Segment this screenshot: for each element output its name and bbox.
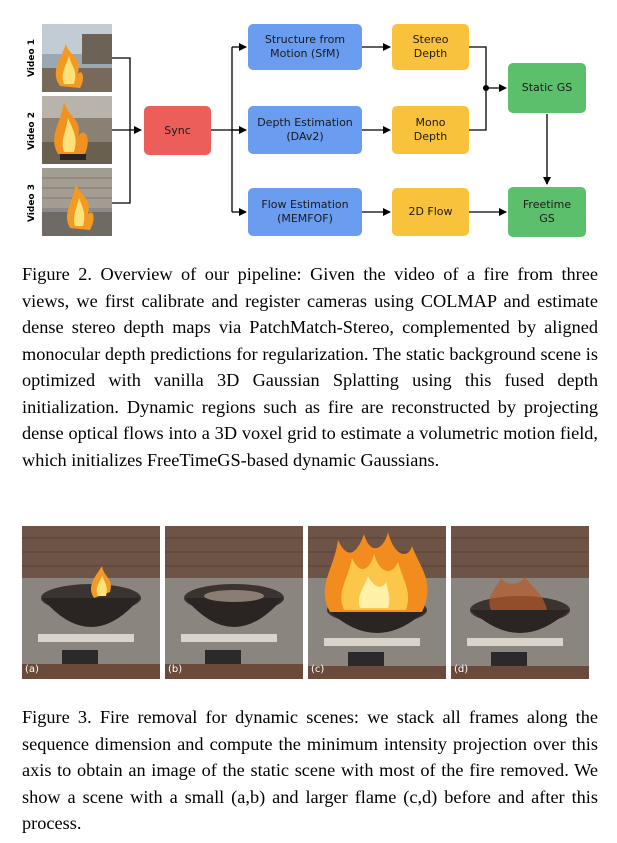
sfm-node: Structure from Motion (SfM) [248,24,362,70]
photo-b: (b) [165,526,303,679]
static-gs-node: Static GS [508,63,586,113]
stereo-depth-node: Stereo Depth [392,24,469,70]
mono-depth-node: Mono Depth [392,106,469,154]
video-2-thumbnail [42,96,112,164]
video-1-thumbnail [42,24,112,92]
2d-flow-node: 2D Flow [392,188,469,236]
photo-a: (a) [22,526,160,679]
depth-estimation-node: Depth Estimation (DAv2) [248,106,362,154]
freetime-gs-node: Freetime GS [508,187,586,237]
panel-label-a: (a) [25,664,39,675]
figure-3-caption: Figure 3. Fire removal for dynamic scene… [22,707,598,833]
flow-estimation-node: Flow Estimation (MEMFOF) [248,188,362,236]
diagram-connectors [112,43,551,216]
panel-label-b: (b) [168,664,183,675]
photo-c: (c) [308,526,446,679]
figure-2-caption: Figure 2. Overview of our pipeline: Give… [22,264,598,470]
panel-label-c: (c) [311,664,325,675]
video-1-label: Video 1 [27,38,37,78]
video-3-thumbnail [42,168,112,236]
junction-dot [483,85,489,91]
video-3-label: Video 3 [27,183,37,223]
panel-label-d: (d) [454,664,469,675]
photo-d: (d) [451,526,589,679]
sync-node: Sync [144,106,211,155]
pipeline-diagram: Video 1 Video 2 Video 3 [0,0,617,250]
video-2-label: Video 2 [27,111,37,151]
